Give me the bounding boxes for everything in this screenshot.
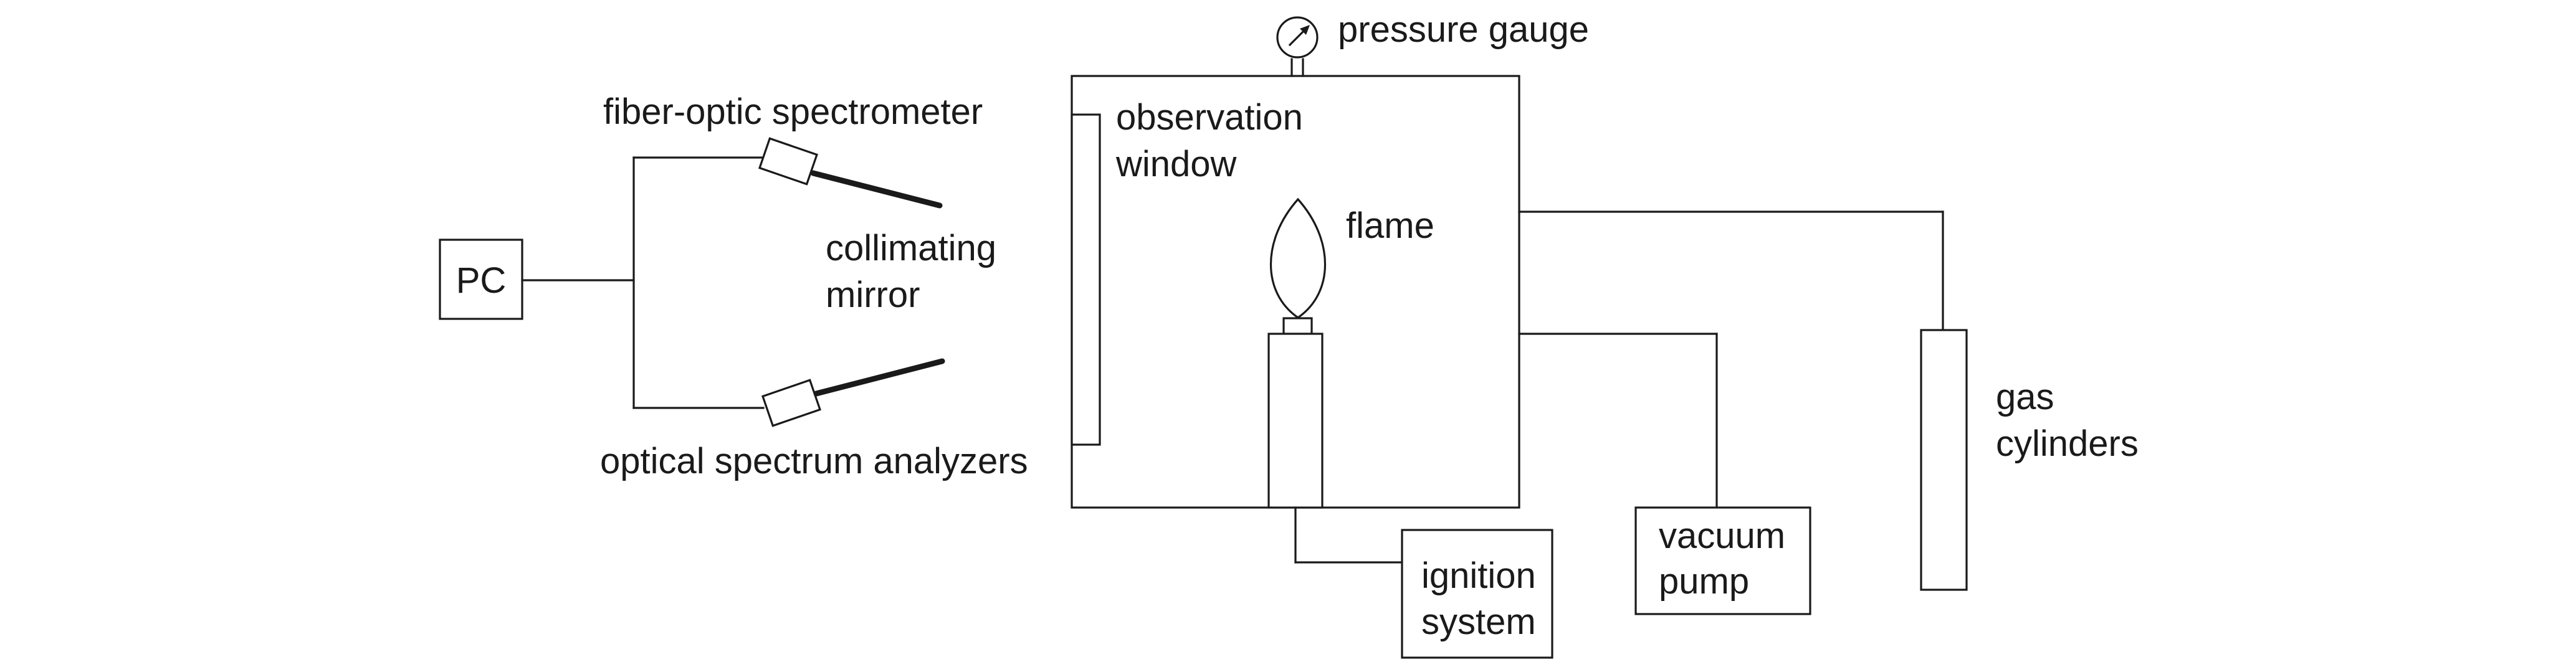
observation-window-label-line2: window [1115,144,1238,184]
gas-cylinders-label-line2: cylinders [1996,423,2139,464]
analyzer-fiber [813,358,945,397]
collimating-mirror-label-line2: mirror [826,275,920,315]
pressure-gauge [1276,16,1319,77]
pressure-gauge-needle-icon [1300,25,1310,35]
ignition-system-box [1401,529,1553,659]
pressure-gauge-label: pressure gauge [1338,9,1589,50]
pc-connection-lines [521,156,765,409]
ignition-connection-line [1294,506,1403,564]
fiber-optic-spectrometer [758,137,943,209]
vacuum-pump-label-line1: vacuum [1659,516,1785,556]
gas-cylinder [1920,329,1968,591]
optical-spectrum-analyzer [761,358,945,427]
burner-nozzle [1282,317,1313,335]
pc-box [439,239,523,320]
gas-cylinders-label-line1: gas [1996,377,2054,417]
burner [1267,333,1324,509]
spectrometer-head [758,137,818,186]
ignition-system-label-line1: ignition [1421,556,1536,596]
spectrometer-fiber [810,170,943,209]
observation-window [1071,113,1101,446]
flame [1269,197,1327,335]
optical-spectrum-analyzers-label: optical spectrum analyzers [600,441,1028,481]
vacuum-connection-line [1518,333,1718,509]
analyzer-head [761,379,821,427]
vacuum-pump-box [1634,506,1811,615]
fiber-optic-spectrometer-label: fiber-optic spectrometer [603,92,983,132]
flame-label: flame [1346,206,1434,246]
ignition-system-label-line2: system [1421,602,1536,642]
observation-window-label-line1: observation [1116,97,1303,138]
gas-connection-line [1518,210,1944,331]
collimating-mirror-label-line1: collimating [826,228,996,268]
pc-label: PC [456,260,507,301]
vacuum-pump-label-line2: pump [1659,561,1749,602]
